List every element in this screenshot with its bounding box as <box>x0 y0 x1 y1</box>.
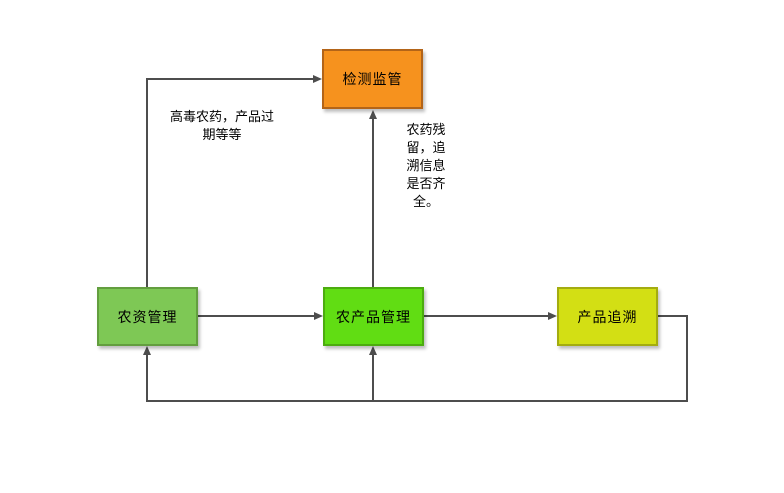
node-agricultural-supplies-management[interactable]: 农资管理 <box>97 287 198 346</box>
arrowhead-into-inspection-bottom <box>369 110 377 119</box>
edge-label-toxic-pesticides-line1: 高毒农药，产品过 <box>169 109 274 124</box>
edge-label-toxic-pesticides: 高毒农药，产品过 期等等 <box>164 108 280 144</box>
edge-label-pesticide-residue-line5: 全。 <box>412 194 439 209</box>
connector-traceability-feedback-bottom <box>146 400 688 402</box>
node-agricultural-supplies-management-label: 农资管理 <box>117 308 178 325</box>
node-detection-supervision-label: 检测监管 <box>342 71 403 87</box>
connector-traceability-feedback-right <box>658 315 688 317</box>
connector-traceability-feedback-down <box>686 315 688 402</box>
arrowhead-into-products-bottom <box>369 346 377 355</box>
connector-feedback-to-products-vertical <box>372 355 374 400</box>
connector-products-to-traceability <box>424 315 548 317</box>
arrowhead-into-traceability-left <box>548 312 557 320</box>
arrowhead-into-products-left <box>314 312 323 320</box>
connector-supplies-to-inspection-horizontal <box>146 78 313 80</box>
node-detection-supervision[interactable]: 检测监管 <box>322 49 423 109</box>
connector-products-to-inspection-vertical <box>372 118 374 287</box>
node-product-traceability-label: 产品追溯 <box>577 308 638 325</box>
edge-label-toxic-pesticides-line2: 期等等 <box>202 127 242 142</box>
connector-supplies-to-products <box>198 315 314 317</box>
connector-feedback-to-supplies-vertical <box>146 355 148 400</box>
arrowhead-into-inspection-left <box>313 75 322 83</box>
edge-label-pesticide-residue-line2: 留，追 <box>406 140 446 155</box>
node-agricultural-products-management[interactable]: 农产品管理 <box>323 287 424 346</box>
node-product-traceability[interactable]: 产品追溯 <box>557 287 658 346</box>
node-agricultural-products-management-label: 农产品管理 <box>336 308 411 325</box>
connector-supplies-to-inspection-vertical <box>146 79 148 287</box>
edge-label-pesticide-residue-line4: 是否齐 <box>406 176 446 191</box>
edge-label-pesticide-residue: 农药残 留，追 溯信息 是否齐 全。 <box>403 121 449 211</box>
edge-label-pesticide-residue-line1: 农药残 <box>406 122 446 137</box>
edge-label-pesticide-residue-line3: 溯信息 <box>406 158 446 173</box>
arrowhead-into-supplies-bottom <box>143 346 151 355</box>
